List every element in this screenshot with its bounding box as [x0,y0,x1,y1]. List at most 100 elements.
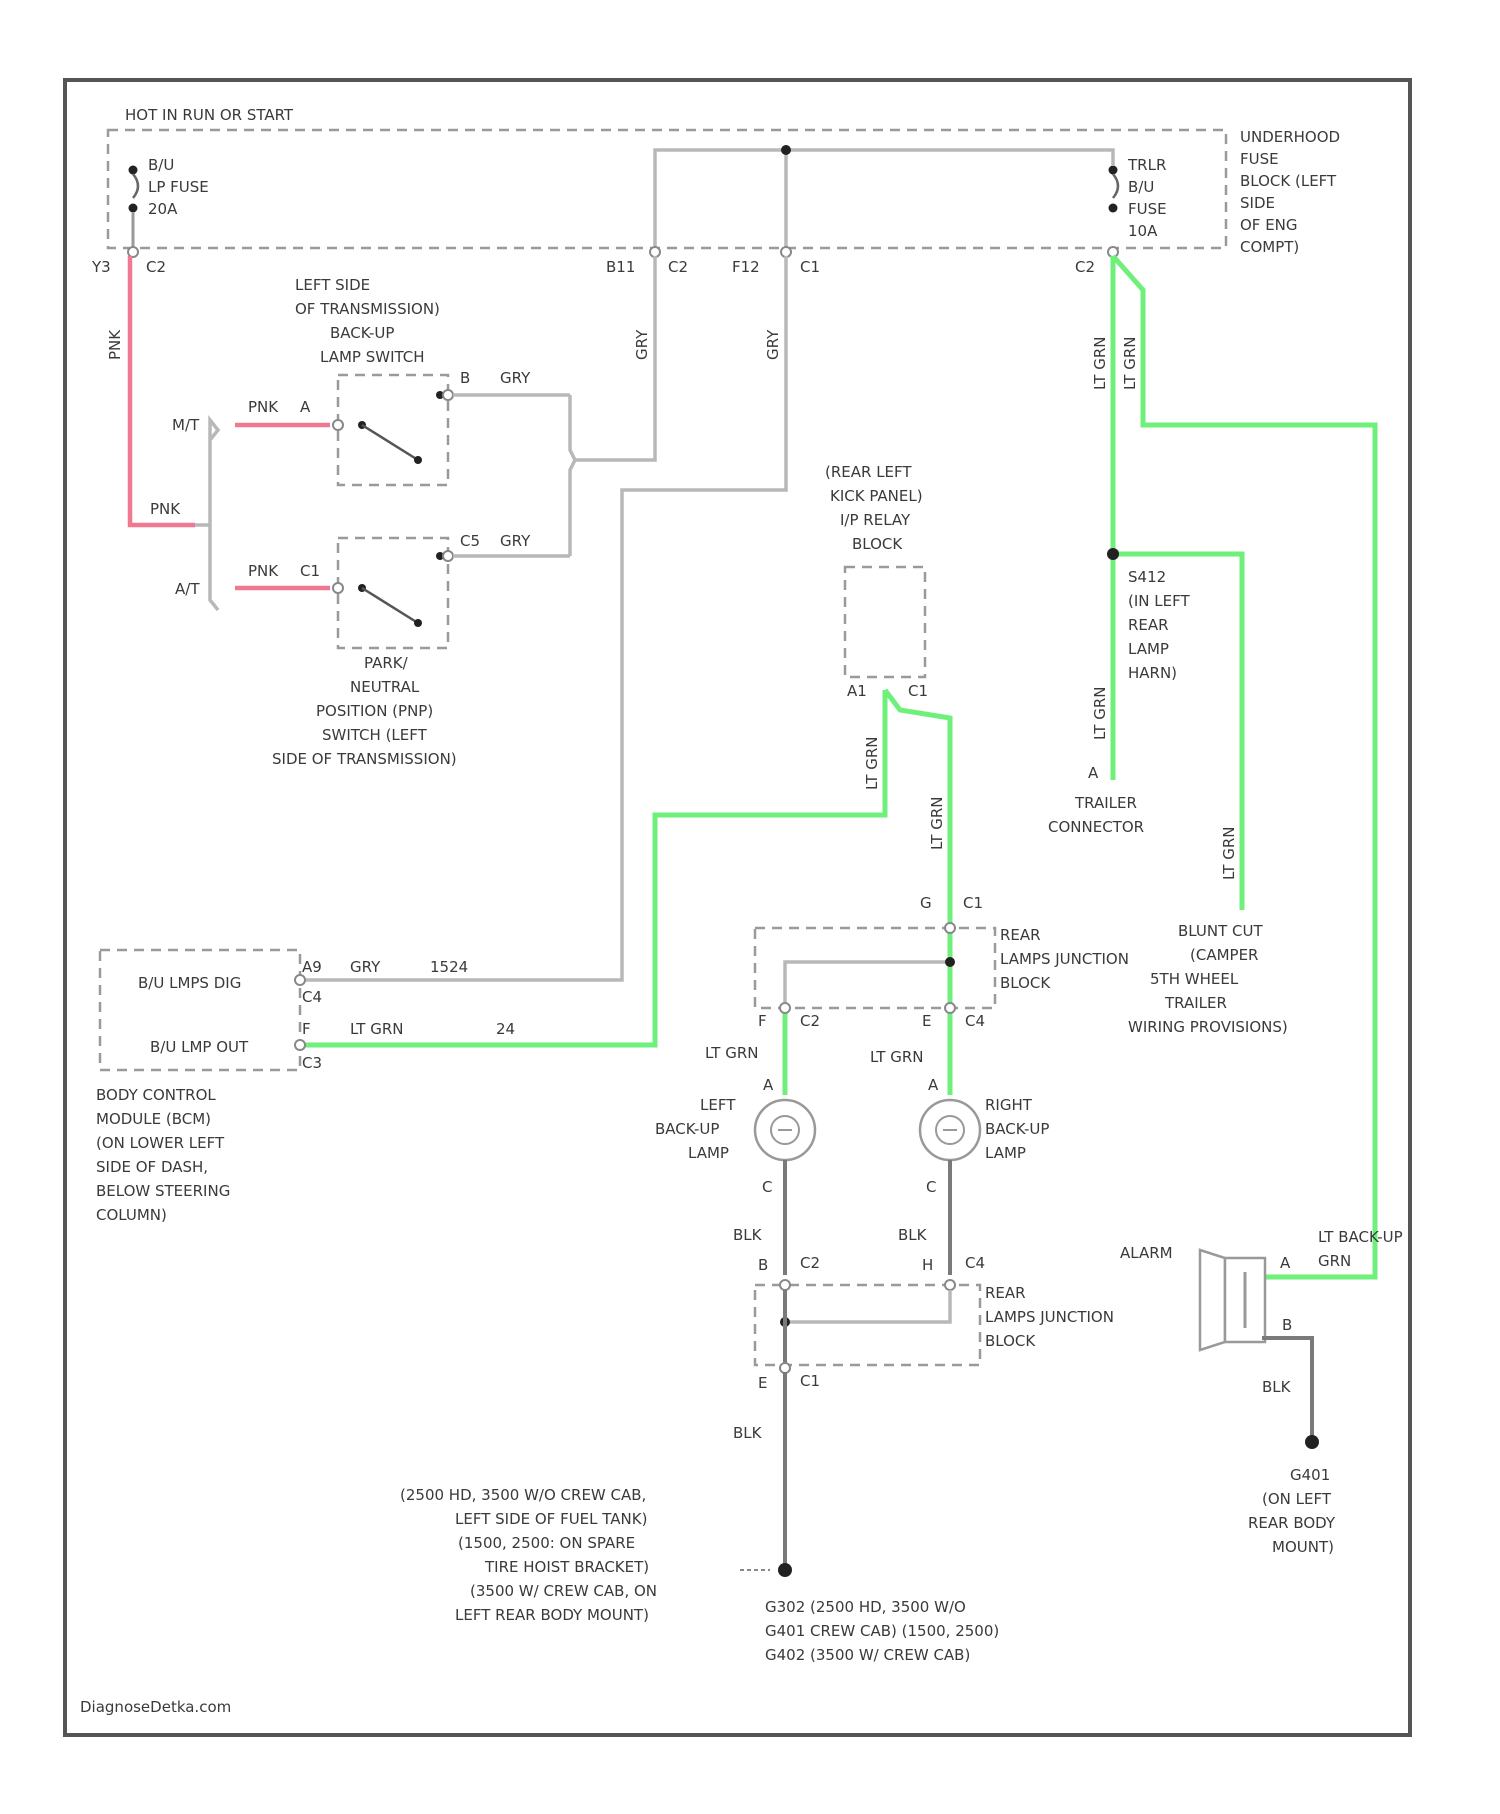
lower-junction-label-1: REAR [985,1284,1026,1302]
pin-y3: Y3 [91,258,111,276]
blunt-cut-4: TRAILER [1164,994,1227,1012]
bcm-out-pin: F [302,1020,311,1038]
rear-junction-block-upper [755,928,995,1008]
at-label: A/T [175,580,200,598]
lt-grn-label-fuse-c: LT GRN [1121,337,1139,391]
hot-in-run-label: HOT IN RUN OR START [125,106,294,124]
lt-grn-label-fuse-b: LT GRN [1091,687,1109,741]
alarm-wire-label-2: GRN [1318,1252,1351,1270]
bcm-grn-wire: LT GRN [350,1020,404,1038]
ground-id-2: G401 CREW CAB) (1500, 2500) [765,1622,999,1640]
right-lamp-pin-c: C [926,1178,936,1196]
pin-terminal [295,975,305,985]
pnk-wire-main [130,256,195,525]
pin-terminal [1108,247,1118,257]
pin-b11: B11 [606,258,635,276]
relay-title-1: (REAR LEFT [825,463,912,481]
pin-terminal [781,247,791,257]
lower-junction-right-conn: C4 [965,1254,985,1272]
underhood-label-1: UNDERHOOD [1240,128,1340,146]
gry-label-1: GRY [500,369,531,387]
left-lamp-label-1: LEFT [700,1096,736,1114]
underhood-label-2: FUSE [1240,150,1279,168]
left-backup-lamp-icon [755,1100,815,1160]
splice-label-4: LAMP [1128,640,1169,658]
blunt-cut-5: WIRING PROVISIONS) [1128,1018,1288,1036]
fuse-block-bus [655,150,1113,248]
pin-terminal [780,1280,790,1290]
ground-note-2: LEFT SIDE OF FUEL TANK) [455,1510,647,1528]
right-lamp-label-1: RIGHT [985,1096,1033,1114]
ground-id-3: G402 (3500 W/ CREW CAB) [765,1646,970,1664]
ground-g401-label-2: (ON LEFT [1262,1490,1332,1508]
pnp-title-2: NEUTRAL [350,678,420,696]
relay-title-3: I/P RELAY [840,511,911,529]
junction-left-conn-c2: C2 [800,1012,820,1030]
switch-pin-c1: C1 [300,562,320,580]
pin-terminal [295,1040,305,1050]
ground-g401-icon [1305,1435,1319,1449]
junction-top-pin-g: G [920,894,932,912]
junction-right-pin-e: E [922,1012,931,1030]
ground-id-1: G302 (2500 HD, 3500 W/O [765,1598,966,1616]
bcm-title-3: (ON LOWER LEFT [96,1134,225,1152]
splice-label-1: S412 [1128,568,1166,586]
trlr-fuse-label-2: B/U [1128,178,1154,196]
pin-terminal [780,1003,790,1013]
backup-alarm-icon [1200,1250,1265,1350]
backup-switch-title-2: OF TRANSMISSION) [295,300,440,318]
blunt-cut-3: 5TH WHEEL [1150,970,1239,988]
splice-label-2: (IN LEFT [1128,592,1190,610]
relay-pin-c1: C1 [908,682,928,700]
lower-junction-right-pin: H [922,1256,933,1274]
blk-label-main: BLK [733,1424,763,1442]
gry-vert-label-1: GRY [633,329,651,360]
junction-left-pin-f: F [758,1012,767,1030]
alarm-pin-b: B [1282,1316,1292,1334]
blk-label-alarm: BLK [1262,1378,1292,1396]
underhood-fuse-block [108,130,1226,248]
backup-switch-title-3: BACK-UP [330,324,394,342]
pin-terminal [650,247,660,257]
trlr-fuse-icon [1109,166,1119,213]
bcm-dig-label: B/U LMPS DIG [138,974,241,992]
ground-note-6: LEFT REAR BODY MOUNT) [455,1606,649,1624]
splice-s412-dot [1107,548,1119,560]
lt-grn-label-relay-a: LT GRN [863,737,881,791]
ground-note-5: (3500 W/ CREW CAB, ON [470,1582,657,1600]
ground-note-4: TIRE HOIST BRACKET) [484,1558,649,1576]
right-lamp-label-2: BACK-UP [985,1120,1049,1138]
conn-c1: C1 [800,258,820,276]
splice-label-3: REAR [1128,616,1169,634]
junction-top-conn-c1: C1 [963,894,983,912]
conn-c2-c: C2 [1075,258,1095,276]
pnp-switch-pin-c5: C5 [460,532,480,550]
backup-lamp-switch-box [338,375,448,485]
junction-top-label-2: LAMPS JUNCTION [1000,950,1129,968]
pin-terminal [128,247,138,257]
lt-grn-label-blunt: LT GRN [1220,827,1238,881]
underhood-label-6: COMPT) [1240,238,1299,256]
blk-label-left: BLK [733,1226,763,1244]
ground-note-3: (1500, 2500: ON SPARE [458,1534,635,1552]
left-lamp-label-2: BACK-UP [655,1120,719,1138]
pin-terminal [945,923,955,933]
ground-note-1: (2500 HD, 3500 W/O CREW CAB, [400,1486,646,1504]
pnk-label-at: PNK [248,562,279,580]
bcm-gry-wire: GRY [350,958,381,976]
junction-splice [945,957,955,967]
backup-switch-title-4: LAMP SWITCH [320,348,425,366]
ground-g401-label-3: REAR BODY [1248,1514,1336,1532]
gry-merge-wire [570,395,575,556]
alarm-wire-label-1: LT BACK-UP [1318,1228,1403,1246]
trlr-fuse-label-3: FUSE [1128,200,1167,218]
splice-label-5: HARN) [1128,664,1177,682]
pin-f12: F12 [732,258,760,276]
lt-grn-label-left: LT GRN [705,1044,759,1062]
lower-junction-bottom-pin: E [758,1374,767,1392]
junction-internal-bus [785,962,950,1008]
underhood-label-4: SIDE [1240,194,1275,212]
conn-c2-b: C2 [668,258,688,276]
bcm-title-1: BODY CONTROL [96,1086,216,1104]
